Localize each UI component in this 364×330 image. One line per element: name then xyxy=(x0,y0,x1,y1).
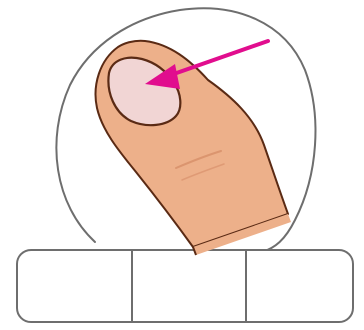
segmented-bar xyxy=(17,250,353,322)
segmented-bar-frame xyxy=(17,250,353,322)
